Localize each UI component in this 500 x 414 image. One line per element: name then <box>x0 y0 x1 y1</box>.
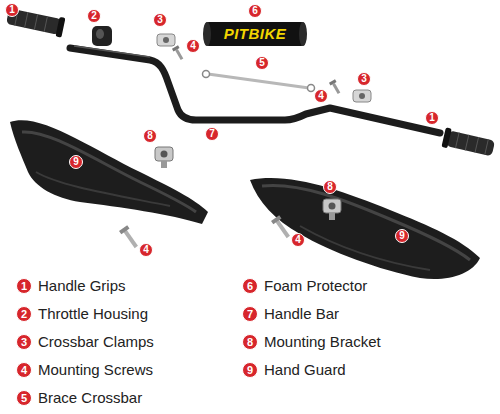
part-name: Hand Guard <box>264 361 346 379</box>
callout-number: 5 <box>16 390 32 406</box>
callout-number: 6 <box>242 278 258 294</box>
callout-text: 3 <box>21 337 27 348</box>
callout-number: 1 <box>425 111 439 125</box>
callout-number: 9 <box>395 229 409 243</box>
part-name: Throttle Housing <box>38 305 148 323</box>
callout-number: 9 <box>242 362 258 378</box>
callout-number: 7 <box>205 127 219 141</box>
callout-number: 4 <box>16 362 32 378</box>
callout-number: 2 <box>87 9 101 23</box>
callout-text: 3 <box>361 74 367 84</box>
callout-text: 2 <box>91 11 97 21</box>
callout-number: 3 <box>153 13 167 27</box>
part-name: Crossbar Clamps <box>38 333 154 351</box>
callout-text: 8 <box>147 131 153 141</box>
callout-number: 4 <box>291 233 305 247</box>
callout-text: 3 <box>157 15 163 25</box>
callout-number: 3 <box>16 334 32 350</box>
part-name: Brace Crossbar <box>38 389 142 407</box>
callout-text: 9 <box>399 231 405 241</box>
callout-text: 1 <box>429 113 435 123</box>
callout-number: 7 <box>242 306 258 322</box>
callout-text: 4 <box>21 365 27 376</box>
callout-text: 9 <box>73 157 79 167</box>
callout-number: 6 <box>248 4 262 18</box>
callout-text: 9 <box>247 365 253 376</box>
callout-text: 2 <box>21 309 27 320</box>
callout-number: 5 <box>255 56 269 70</box>
part-name: Foam Protector <box>264 277 367 295</box>
callout-text: 4 <box>295 235 301 245</box>
callout-text: 6 <box>247 281 253 292</box>
callout-text: 4 <box>318 91 324 101</box>
callout-number: 4 <box>314 89 328 103</box>
callout-text: 1 <box>9 5 15 15</box>
callout-text: 5 <box>259 58 265 68</box>
callout-number: 4 <box>186 39 200 53</box>
callout-text: 4 <box>143 245 149 255</box>
callout-number: 9 <box>69 155 83 169</box>
callout-text: 8 <box>327 182 333 192</box>
callout-text: 7 <box>209 129 215 139</box>
callout-number: 3 <box>357 72 371 86</box>
part-name: Handle Grips <box>38 277 126 295</box>
callout-number: 4 <box>139 243 153 257</box>
callout-text: 6 <box>252 6 258 16</box>
part-name: Handle Bar <box>264 305 339 323</box>
callout-text: 1 <box>21 281 27 292</box>
callout-number: 1 <box>5 3 19 17</box>
callout-number: 8 <box>242 334 258 350</box>
part-name: Mounting Screws <box>38 361 153 379</box>
callout-text: 7 <box>247 309 253 320</box>
callout-text: 5 <box>21 393 27 404</box>
callout-text: 8 <box>247 337 253 348</box>
callout-number: 8 <box>323 180 337 194</box>
part-name: Mounting Bracket <box>264 333 381 351</box>
callout-number: 8 <box>143 129 157 143</box>
callout-text: 4 <box>190 41 196 51</box>
callout-number: 1 <box>16 278 32 294</box>
callout-number: 2 <box>16 306 32 322</box>
brand-text: PITBIKE <box>224 25 287 43</box>
